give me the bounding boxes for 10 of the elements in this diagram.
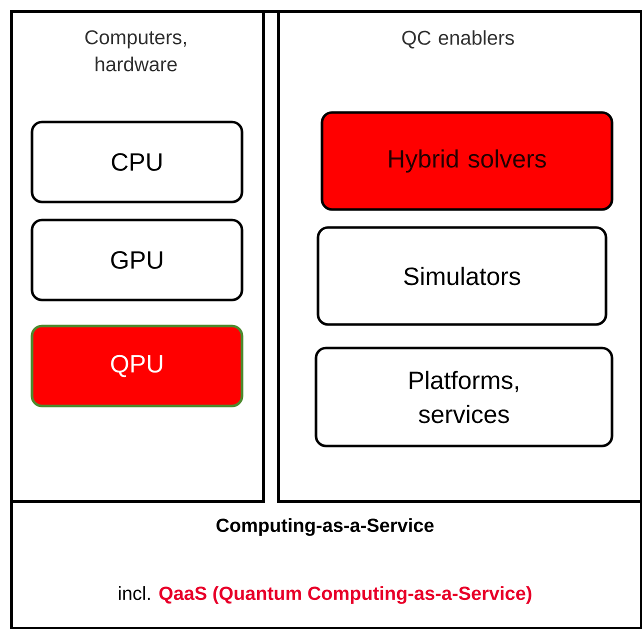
rounded-box: GPU — [30, 218, 244, 302]
band-heading: Computing-as-a-Service — [216, 518, 434, 536]
rounded-box: Simulators — [316, 226, 608, 326]
rounded-box: CPU — [30, 120, 244, 204]
note-text: incl. QaaS (Quantum Computing-as-a-Service) — [119, 586, 532, 604]
rounded-box: QPU — [30, 324, 244, 408]
panel-heading: Computers, hardware — [85, 30, 186, 72]
rounded-box: Hybrid solvers — [320, 111, 614, 211]
panel-heading: QC enablers — [402, 30, 514, 48]
rounded-box: Platforms, services — [314, 346, 614, 448]
